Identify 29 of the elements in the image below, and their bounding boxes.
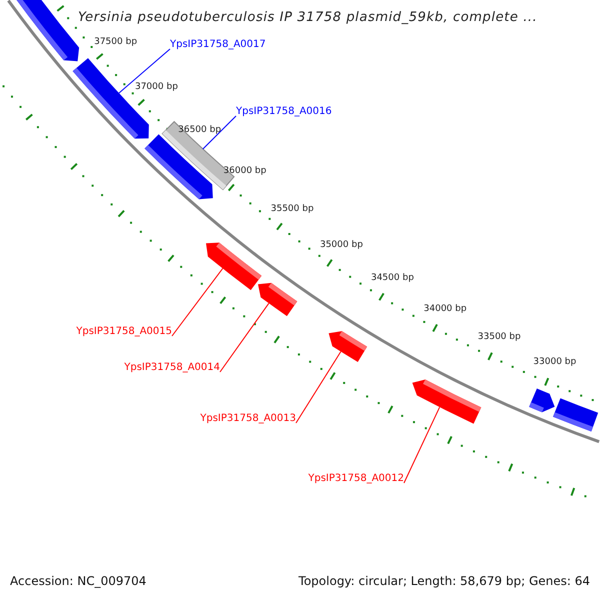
leader-line <box>202 116 236 150</box>
gene-feature <box>258 282 298 316</box>
gene-label: YpsIP31758_A0016 <box>236 107 332 117</box>
accession-label: Accession: NC_009704 <box>10 575 146 587</box>
position-label: 33500 bp <box>478 332 521 342</box>
gene-label: YpsIP31758_A0017 <box>170 40 266 50</box>
leader-line <box>118 48 170 94</box>
leader-line <box>404 406 440 484</box>
title: Yersinia pseudotuberculosis IP 31758 plasmid_59kb, complete ... <box>78 11 538 24</box>
summary-label: Topology: circular; Length: 58,679 bp; Genes: 64 <box>298 575 590 587</box>
gene-label: YpsIP31758_A0013 <box>200 414 296 424</box>
position-label: 34500 bp <box>370 274 414 284</box>
position-label: 35500 bp <box>270 205 314 214</box>
position-label: 36500 bp <box>178 126 222 136</box>
leader-line <box>220 302 270 372</box>
gene-feature <box>206 242 262 290</box>
gene-label: YpsIP31758_A0014 <box>124 363 220 373</box>
position-label: 37500 bp <box>94 38 138 48</box>
leader-line <box>296 351 342 424</box>
gene-label: YpsIP31758_A0012 <box>308 474 404 484</box>
position-label: 36000 bp <box>223 167 266 176</box>
position-label: 37000 bp <box>134 83 178 92</box>
position-label: 33000 bp <box>533 358 576 367</box>
gene-label: YpsIP31758_A0015 <box>76 327 172 337</box>
gene-feature <box>412 380 482 424</box>
position-label: 34000 bp <box>424 305 467 314</box>
leader-line <box>172 268 224 336</box>
position-label: 35000 bp <box>320 241 363 250</box>
gene-feature <box>328 331 368 362</box>
